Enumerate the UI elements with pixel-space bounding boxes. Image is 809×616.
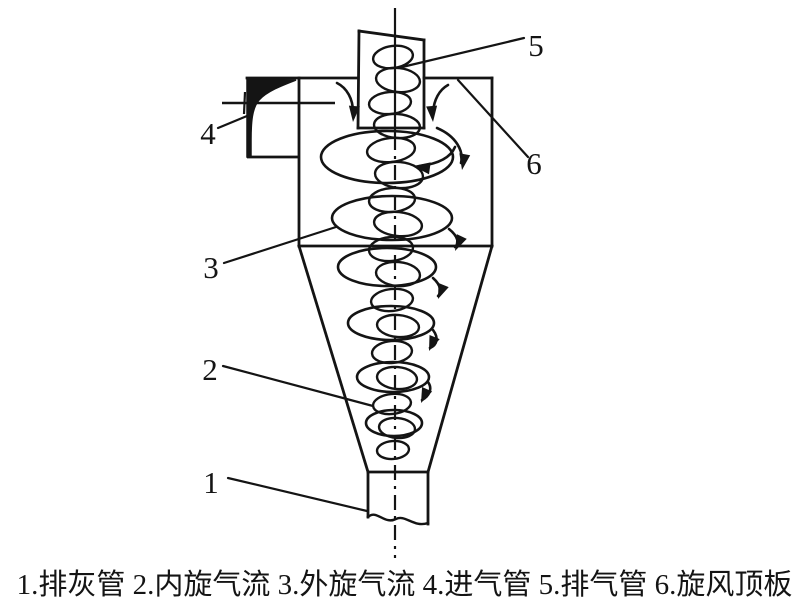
callout-number-4: 4 (200, 116, 216, 151)
exhaust-pipe (356, 29, 426, 130)
arrow-icon (438, 283, 449, 299)
cone-section (297, 244, 494, 474)
arrow-icon (426, 105, 438, 122)
sweep-curve (435, 126, 463, 165)
cylinder-body (297, 76, 494, 248)
inlet-pipe-section (222, 78, 335, 159)
arrow-icon (459, 153, 471, 170)
dust-discharge-pipe (366, 470, 430, 526)
callout-number-2: 2 (202, 352, 218, 387)
callout-number-3: 3 (203, 250, 219, 285)
leader-3 (222, 225, 338, 265)
leader-4 (216, 114, 249, 130)
callout-numbers: 1 2 3 4 5 6 (200, 28, 544, 500)
arrow-icon (455, 234, 467, 251)
figure-caption: 1.排灰管 2.内旋气流 3.外旋气流 4.进气管 5.排气管 6.旋风顶板 (16, 569, 793, 601)
leader-1 (226, 476, 369, 513)
break-wave-line (366, 513, 430, 526)
leader-6 (456, 78, 530, 159)
callout-leader-lines (216, 36, 530, 513)
arrow-icon (413, 162, 431, 175)
flow-arrowheads (348, 105, 471, 403)
arrow-icon (429, 335, 440, 351)
leader-5 (396, 36, 526, 70)
vessel-outline (245, 29, 494, 526)
callout-number-1: 1 (203, 465, 219, 500)
inlet-pipe-cut-fill (246, 78, 297, 158)
callout-number-6: 6 (526, 146, 542, 181)
callout-number-5: 5 (528, 28, 544, 63)
inlet-end-tick (242, 91, 247, 115)
arrow-icon (421, 387, 433, 403)
leader-2 (221, 364, 375, 408)
